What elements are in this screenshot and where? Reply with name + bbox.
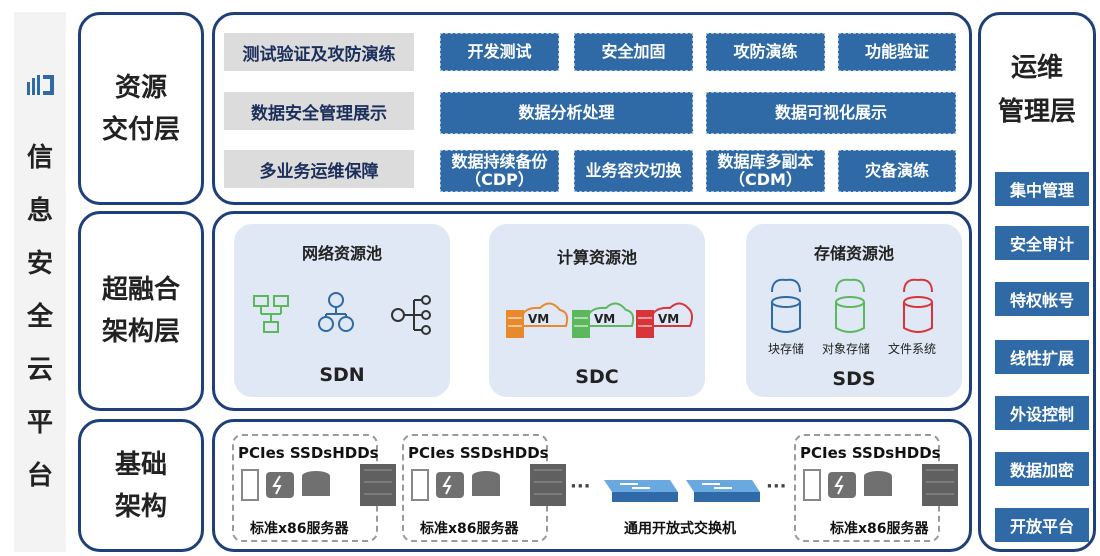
row-label-data-security: 数据安全管理展示 [224,92,414,130]
server-1-label: 标准x86服务器 [250,521,349,537]
ops-layer-title: 运维 管理层 [978,46,1096,134]
vm-label-1: VM [528,312,550,326]
logo-icon [26,74,56,96]
platform-title-char-4: 全 [26,302,53,332]
resource-layer-line1: 资源 [114,72,167,103]
base-layer-line1: 基础 [114,449,167,480]
ops-item-open-platform: 开放平台 [995,508,1089,542]
item-data-analysis: 数据分析处理 [440,92,693,134]
hci-layer-line2: 架构层 [101,317,180,347]
block-storage-icon [771,278,801,333]
row-label-ops: 多业务运维保障 [224,150,414,188]
pcie-card-icon [241,469,259,501]
row-label-testing: 测试验证及攻防演练 [224,33,414,71]
server-2-label: 标准x86服务器 [420,521,519,537]
object-storage-label: 对象存储 [822,342,871,356]
hci-layer-label: 超融合 架构层 [78,211,204,411]
base-layer-line2: 架构 [114,491,167,522]
ellipsis-2: ··· [766,476,787,497]
pcie-card-icon [411,469,429,501]
network-icons [248,290,438,340]
item-data-visualization: 数据可视化展示 [706,92,956,134]
switch-icon-2 [686,480,760,502]
server-3-icons [802,458,962,506]
platform-title-char-7: 台 [26,461,53,491]
ops-title-line2: 管理层 [997,97,1076,127]
pcie-card-icon [803,469,821,501]
vm-orange-icon [506,302,569,338]
item-cdm: 数据库多副本（CDM） [706,150,825,192]
item-security-hardening: 安全加固 [574,33,693,71]
sdc-label: SDC [575,366,619,388]
item-dev-test: 开发测试 [440,33,559,71]
hci-layer-line1: 超融合 [101,275,180,305]
item-function-verify: 功能验证 [838,33,956,71]
ops-item-linear-scale: 线性扩展 [995,340,1089,374]
platform-title-char-3: 安 [26,249,53,279]
ops-item-peripheral-control: 外设控制 [995,396,1089,430]
vm-green-icon [572,302,635,338]
ellipsis-1: ··· [570,476,591,497]
network-nodes-icon [318,292,354,332]
compute-pool-title: 计算资源池 [556,248,637,267]
server-1-icons [240,458,400,506]
object-storage-icon [835,278,865,333]
server-3-label: 标准x86服务器 [830,521,929,537]
vm-red-icon [636,302,693,338]
server-1-top: PCIes SSDsHDDs [238,444,379,462]
item-cdp: 数据持续备份（CDP） [440,150,559,192]
ops-item-data-encryption: 数据加密 [995,452,1089,486]
switch-icon-1 [604,480,678,502]
ops-title-line1: 运维 [1010,53,1063,83]
server-3-top: PCIes SSDsHDDs [800,444,941,462]
sdn-label: SDN [319,364,365,386]
platform-title-char-6: 平 [26,408,53,438]
vm-label-3: VM [658,312,680,326]
base-layer-label: 基础 架构 [78,419,204,552]
vm-icons [500,296,694,342]
item-disaster-switch: 业务容灾切换 [574,150,693,192]
vm-label-2: VM [594,312,616,326]
platform-title-char-2: 息 [26,196,53,226]
item-attack-defense: 攻防演练 [706,33,825,71]
server-2-icons [410,458,570,506]
platform-sidebar [14,12,66,552]
switch-label: 通用开放式交换机 [624,521,736,537]
platform-title-char-5: 云 [26,355,53,385]
storage-pool [746,224,962,397]
sds-label: SDS [832,368,876,390]
ops-item-central-mgmt: 集中管理 [995,172,1089,206]
storage-pool-title: 存储资源池 [813,244,894,263]
network-branch-icon [391,295,431,335]
block-storage-label: 块存储 [768,342,805,356]
network-topology-icon [253,295,289,333]
storage-icons [764,262,950,338]
network-pool-title: 网络资源池 [301,244,382,263]
server-2-top: PCIes SSDsHDDs [408,444,549,462]
file-system-label: 文件系统 [888,342,937,356]
ops-item-privileged-account: 特权帐号 [995,282,1089,316]
ops-item-security-audit: 安全审计 [995,226,1089,260]
switch-icons [598,472,768,508]
item-dr-drill: 灾备演练 [838,150,956,192]
resource-layer-line2: 交付层 [101,114,180,145]
resource-layer-label: 资源 交付层 [78,12,204,205]
platform-title-char-1: 信 [26,143,53,173]
file-system-icon [903,278,933,333]
